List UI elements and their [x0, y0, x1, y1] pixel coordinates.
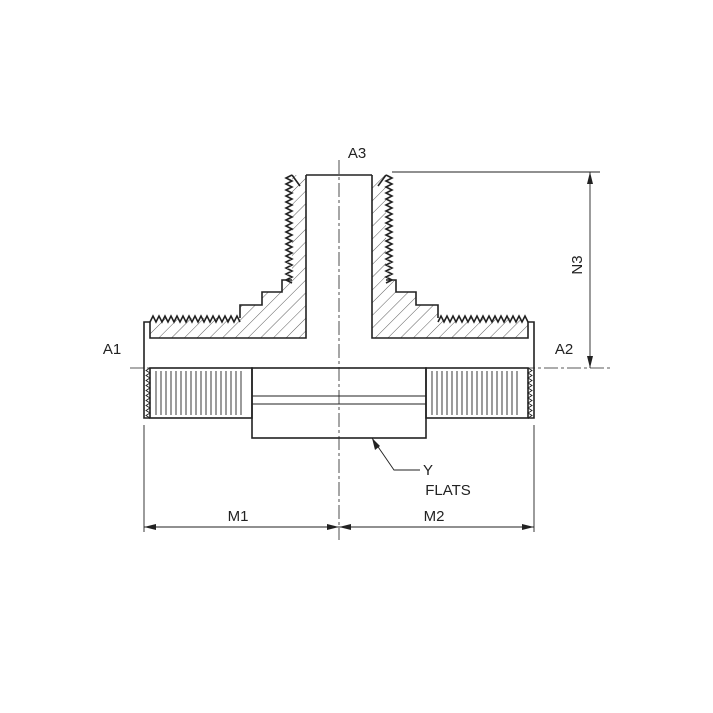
left-thread-crest	[145, 367, 151, 419]
run-top-thread-profile	[149, 314, 529, 324]
right-thread-roots	[431, 367, 533, 419]
branch-chamfer-right	[377, 174, 387, 187]
label-y: Y	[423, 462, 433, 479]
section-hatch-right	[372, 175, 528, 338]
flats-leader-arrow	[372, 438, 380, 450]
dim-m1-arrow-left	[144, 524, 156, 530]
label-m1: M1	[228, 508, 249, 525]
run-thread-left	[149, 314, 241, 324]
flats-leader	[371, 437, 420, 471]
label-n3: N3	[569, 255, 586, 274]
section-hatch-left	[150, 175, 306, 338]
branch-shoulder-left	[239, 279, 292, 318]
body-outline-right	[371, 175, 535, 419]
dim-m1-arrow-right	[327, 524, 339, 530]
label-m2: M2	[424, 508, 445, 525]
dim-m2-arrow-right	[522, 524, 534, 530]
dim-n3-arrow-top	[587, 172, 593, 184]
branch-thread-profile	[239, 174, 439, 318]
label-a3: A3	[348, 145, 366, 162]
label-a2: A2	[555, 341, 573, 358]
label-a1: A1	[103, 341, 121, 358]
branch-chamfer-left	[291, 174, 301, 187]
label-flats: FLATS	[425, 482, 471, 499]
dim-m2-arrow-left	[339, 524, 351, 530]
left-thread-roots	[145, 367, 242, 419]
branch-thread-right	[384, 174, 394, 284]
right-thread-crest	[527, 367, 533, 419]
branch-thread-left	[284, 174, 294, 284]
branch-shoulder-right	[386, 279, 439, 318]
body-outline-left	[143, 175, 307, 419]
run-thread-right	[437, 314, 529, 324]
dim-n3-arrow-bottom	[587, 356, 593, 368]
